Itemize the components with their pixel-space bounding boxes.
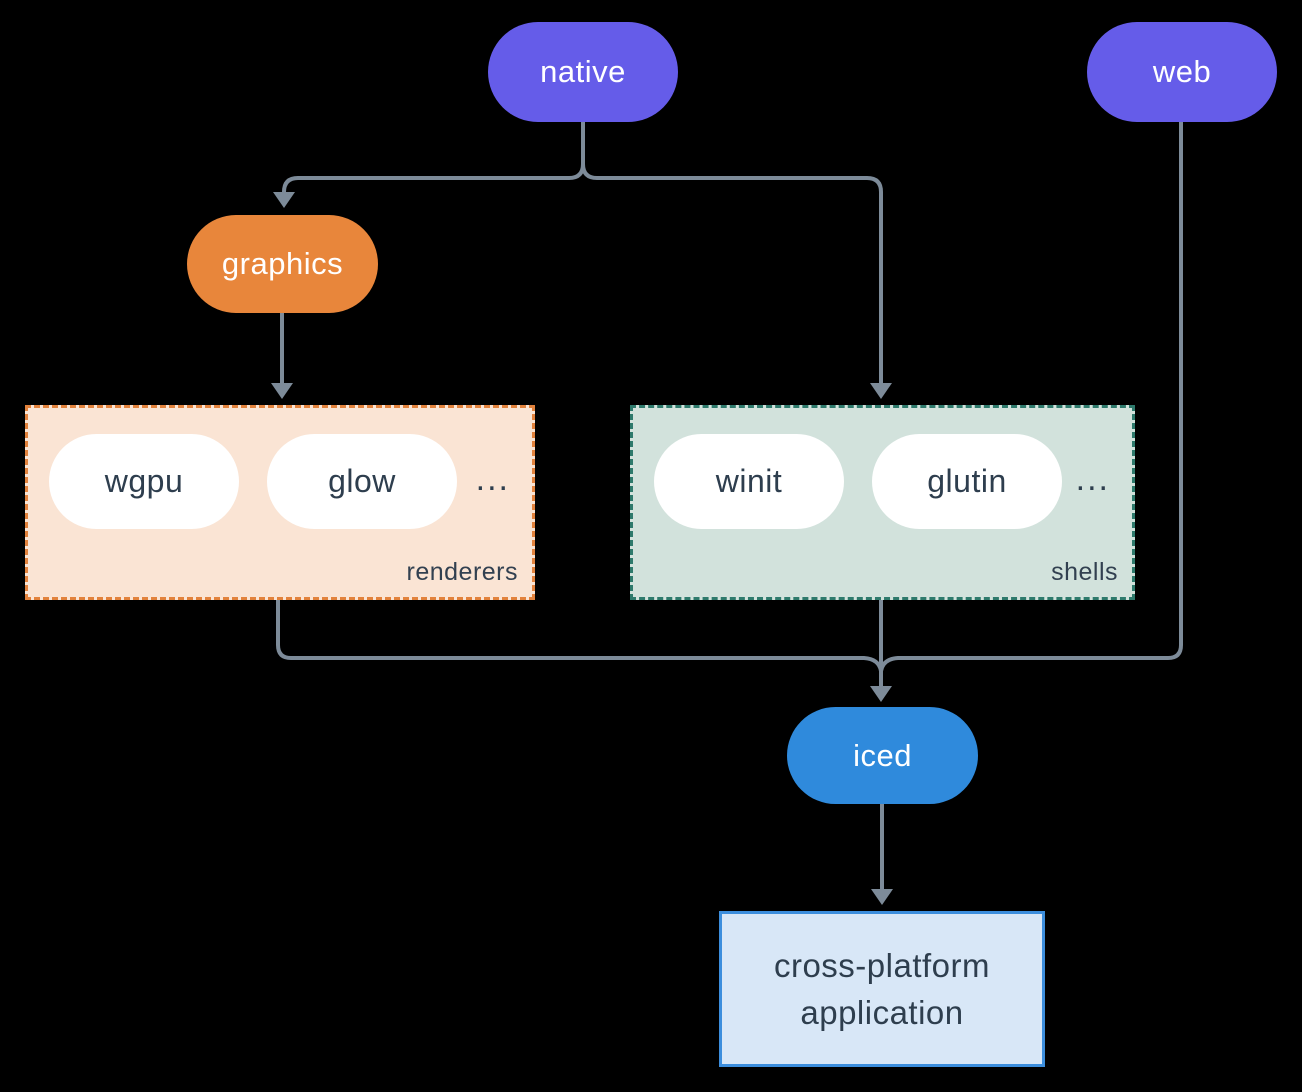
node-winit: winit (654, 434, 844, 529)
node-web-label: web (1152, 54, 1212, 89)
node-web: web (1087, 22, 1277, 122)
node-winit-label: winit (715, 463, 783, 499)
connector-native-to-shells (581, 163, 883, 385)
connector-renderers-to-iced (276, 600, 883, 672)
node-wgpu: wgpu (49, 434, 239, 529)
connector-native-to-graphics (282, 163, 585, 194)
node-cross-platform-application: cross-platform application (719, 911, 1045, 1067)
node-iced: iced (787, 707, 978, 804)
node-wgpu-label: wgpu (104, 463, 184, 499)
renderers-group-label: renderers (406, 558, 518, 586)
node-glutin-label: glutin (927, 463, 1007, 499)
arrowhead-renderers (271, 383, 293, 399)
app-label-line2: application (800, 994, 964, 1031)
arrowhead-app (871, 889, 893, 905)
node-glutin: glutin (872, 434, 1062, 529)
node-glow: glow (267, 434, 457, 529)
group-renderers: wgpu glow ... renderers (25, 405, 535, 600)
renderers-ellipsis: ... (475, 460, 510, 498)
node-native: native (488, 22, 678, 122)
group-shells: winit glutin ... shells (630, 405, 1135, 600)
arrowhead-iced (870, 686, 892, 702)
node-iced-label: iced (853, 737, 912, 773)
shells-ellipsis: ... (1075, 460, 1110, 498)
node-graphics: graphics (187, 215, 378, 313)
node-graphics-label: graphics (221, 246, 344, 281)
node-native-label: native (540, 54, 626, 89)
node-glow-label: glow (328, 463, 396, 499)
shells-group-label: shells (1051, 558, 1118, 586)
app-label-line1: cross-platform (773, 947, 991, 984)
arrowhead-graphics (273, 192, 295, 208)
arrowhead-shells (870, 383, 892, 399)
